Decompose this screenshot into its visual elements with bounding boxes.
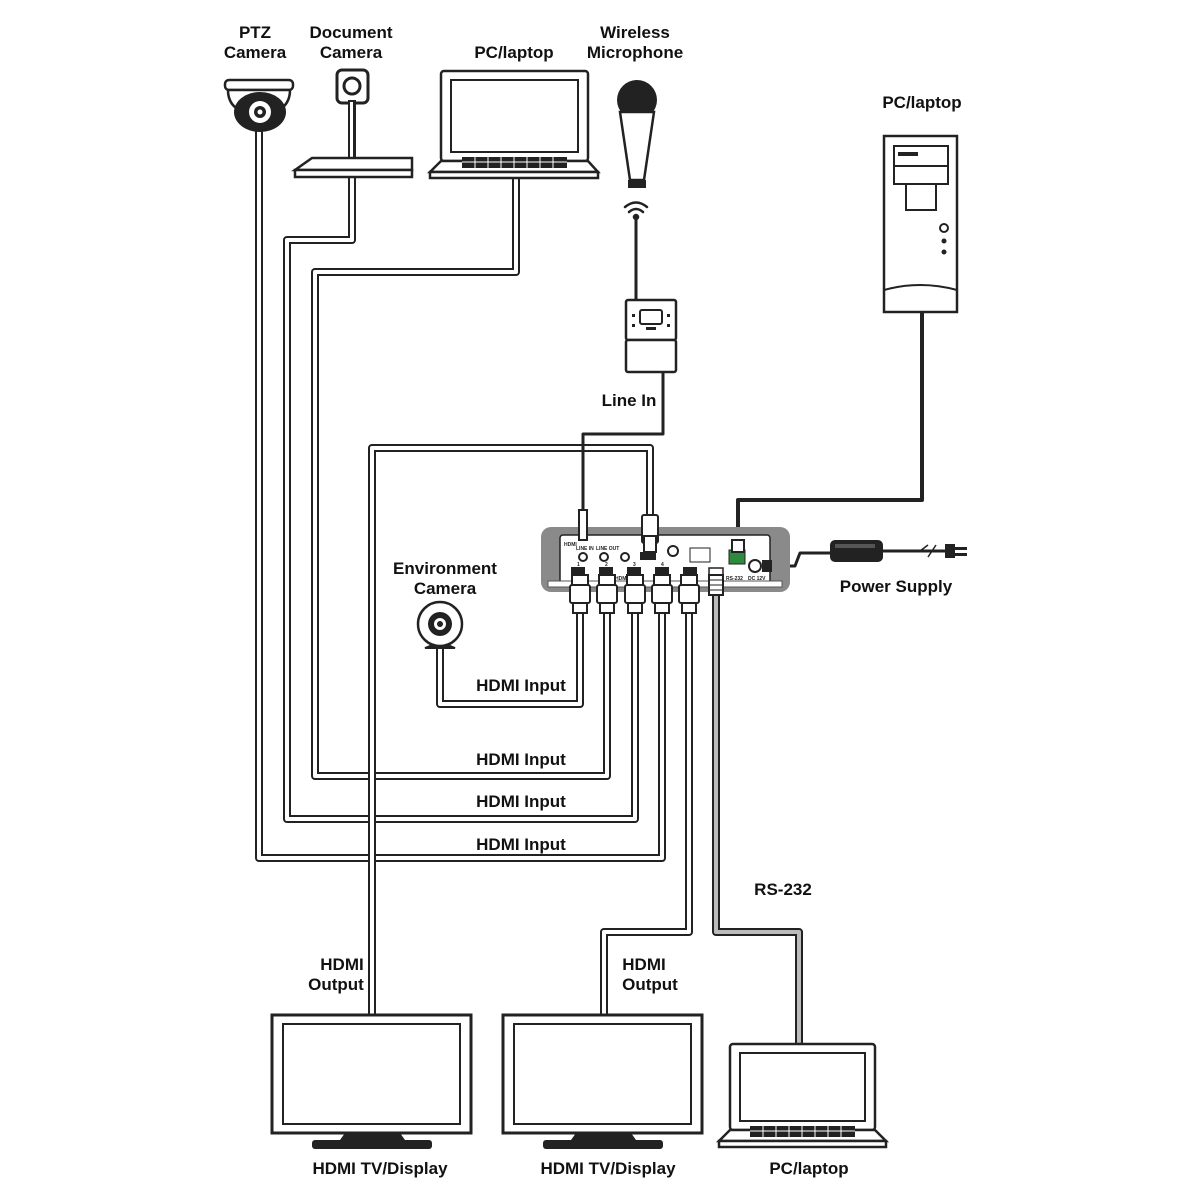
connector-hdmi-inputs — [569, 574, 700, 614]
ptz-camera-label-line1: PTZ — [239, 23, 271, 42]
tv-left-label: HDMI TV/Display — [312, 1159, 448, 1178]
panel-port-1: 1 — [577, 562, 580, 568]
hdmi-input-3-label: HDMI Input — [476, 792, 566, 811]
hdmi-output-right-label-line2: Output — [622, 975, 678, 994]
cable-pc-tower — [736, 312, 924, 548]
cable-document-camera — [283, 178, 639, 823]
ptz-camera-icon — [223, 78, 295, 132]
hdmi-output-right-label-line1: HDMI — [622, 955, 665, 974]
wifi-icon — [623, 201, 649, 221]
cable-rs232 — [712, 595, 803, 1044]
power-plug-icon — [919, 544, 967, 558]
ptz-camera-label-line2: Camera — [224, 43, 287, 62]
connector-hdmi-output-top — [641, 514, 659, 553]
connector-rs232 — [708, 574, 724, 596]
pc-laptop-bottom-label: PC/laptop — [769, 1159, 848, 1178]
laptop-top-icon — [426, 69, 601, 180]
hdmi-input-1-label: HDMI Input — [476, 676, 566, 695]
connector-dc — [762, 560, 772, 572]
hdmi-output-left-label-line2: Output — [308, 975, 364, 994]
cable-environment-camera — [436, 600, 584, 708]
power-supply-label: Power Supply — [840, 577, 953, 596]
tv-middle-icon — [501, 1013, 704, 1149]
pc-tower-icon — [882, 134, 959, 314]
line-in-label: Line In — [602, 391, 657, 410]
panel-rs232-label: RS-232 — [726, 576, 743, 582]
cable-ptz-camera — [255, 130, 666, 862]
cable-line-in — [581, 372, 665, 520]
tv-middle-label: HDMI TV/Display — [540, 1159, 676, 1178]
document-camera-label-line2: Camera — [320, 43, 383, 62]
wireless-microphone-label-line1: Wireless — [600, 23, 670, 42]
cable-pc-laptop-top — [311, 178, 611, 780]
hdmi-input-4-label: HDMI Input — [476, 835, 566, 854]
panel-port-4: 4 — [661, 562, 664, 568]
microphone-icon — [617, 80, 657, 188]
pc-laptop-top-label: PC/laptop — [474, 43, 553, 62]
laptop-bottom-icon — [715, 1042, 890, 1149]
environment-camera-icon — [416, 600, 464, 649]
microphone-receiver-icon — [624, 298, 678, 374]
rs232-label: RS-232 — [754, 880, 812, 899]
hdmi-input-2-label: HDMI Input — [476, 750, 566, 769]
pc-tower-label: PC/laptop — [882, 93, 961, 112]
connector-pc-tower — [731, 539, 745, 553]
hdmi-output-left-label-line1: HDMI — [320, 955, 363, 974]
cable-hdmi-output-left — [368, 444, 654, 1015]
panel-line-in-label: LINE IN — [576, 546, 594, 552]
cable-hdmi-output-right — [600, 600, 693, 1015]
panel-hdmi-in-label: HDMI IN — [615, 576, 635, 582]
panel-line-out-label: LINE OUT — [596, 546, 619, 552]
panel-dc-label: DC 12V — [748, 576, 766, 582]
wireless-microphone-label-line2: Microphone — [587, 43, 683, 62]
environment-camera-label-line1: Environment — [393, 559, 497, 578]
connector-line-in — [578, 509, 588, 541]
document-camera-label-line1: Document — [309, 23, 392, 42]
panel-hdmi-logo: HDMI — [564, 542, 577, 548]
panel-port-2: 2 — [605, 562, 608, 568]
document-camera-icon — [291, 68, 414, 179]
power-adapter-icon — [830, 540, 883, 562]
tv-left-icon — [270, 1013, 473, 1149]
environment-camera-label-line2: Camera — [414, 579, 477, 598]
panel-port-3: 3 — [633, 562, 636, 568]
